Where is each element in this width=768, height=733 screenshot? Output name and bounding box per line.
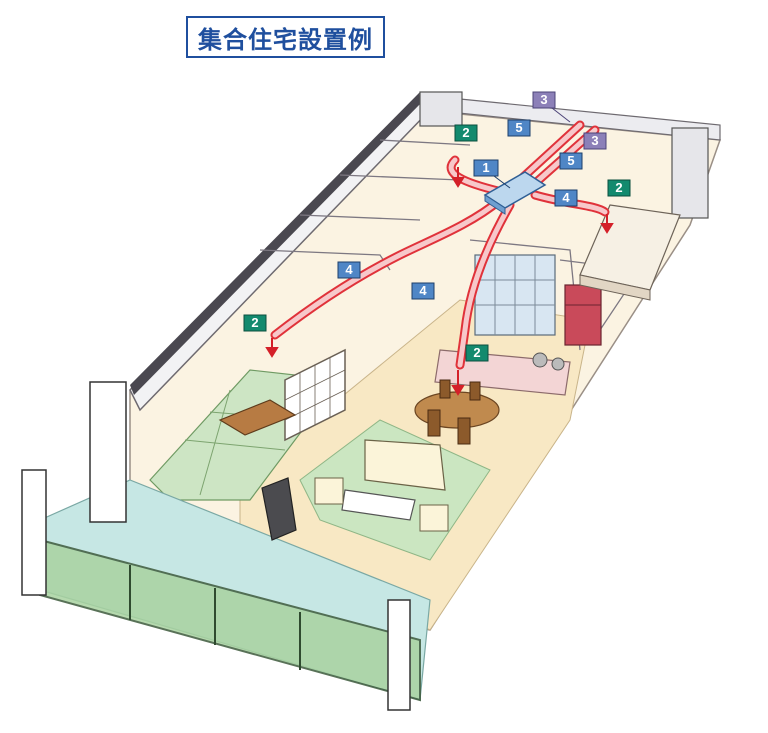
callout-5b: 5 [559, 152, 583, 170]
wall-top-dark [130, 92, 424, 395]
callout-5b-label: 5 [567, 153, 574, 168]
refrigerator [564, 284, 602, 346]
sofa-set [314, 439, 449, 532]
callout-3a-label: 3 [540, 92, 547, 107]
low-table [218, 399, 297, 436]
callout-2c: 2 [243, 314, 267, 332]
callout-4c: 4 [411, 282, 435, 300]
shoji-screen [284, 348, 346, 442]
callout-2d-label: 2 [473, 345, 480, 360]
callout-1-label: 1 [482, 160, 489, 175]
callout-1: 1 [473, 159, 511, 189]
callout-2d: 2 [465, 344, 489, 362]
outlet-arrows [265, 167, 614, 396]
callout-4b-label: 4 [345, 262, 353, 277]
callout-5a: 5 [507, 119, 531, 137]
callout-4a-label: 4 [562, 190, 570, 205]
dining-set [414, 379, 500, 445]
callout-2b: 2 [607, 179, 631, 197]
callout-5a-label: 5 [515, 120, 522, 135]
callout-2a: 2 [454, 124, 478, 142]
callout-4c-label: 4 [419, 283, 427, 298]
television [261, 477, 297, 541]
railing-dividers [129, 565, 301, 670]
callout-2a-label: 2 [462, 125, 469, 140]
diagram-title: 集合住宅設置例 [186, 16, 385, 58]
callout-2b-label: 2 [615, 180, 622, 195]
railing-posts [21, 381, 411, 711]
callout-4a: 4 [554, 189, 578, 207]
callout-2c-label: 2 [251, 315, 258, 330]
corner-column-right [671, 127, 709, 219]
ventilation-unit [483, 171, 547, 215]
callout-4b: 4 [337, 261, 361, 279]
callout-3b: 3 [583, 132, 607, 150]
corner-column-top [419, 91, 463, 127]
callout-3b-label: 3 [591, 133, 598, 148]
callout-3a: 3 [532, 91, 571, 123]
